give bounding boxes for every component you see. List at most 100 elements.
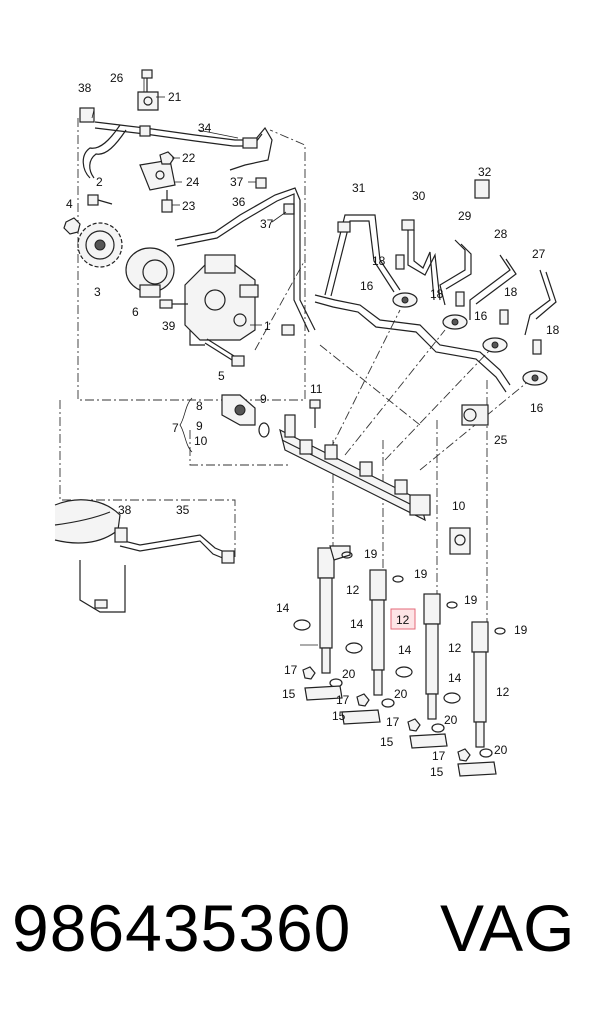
- bracket-24: [139, 159, 176, 191]
- sensor-38-top: [79, 107, 95, 123]
- pressure-sender-10: [449, 527, 471, 555]
- callout-38: 38: [78, 81, 92, 95]
- callout-12-d: 12: [496, 685, 510, 699]
- callout-20-c: 20: [444, 713, 458, 727]
- brand-name: VAG: [440, 891, 575, 965]
- callout-39: 39: [162, 319, 176, 333]
- callout-19-b: 19: [414, 567, 428, 581]
- callout-36: 36: [232, 195, 246, 209]
- clamp-21: [137, 91, 159, 111]
- callout-32: 32: [478, 165, 492, 179]
- callout-17-c: 17: [386, 715, 400, 729]
- seal-ring-9: [258, 422, 270, 438]
- fuel-line-35: [119, 534, 235, 564]
- bolt-26: [141, 69, 153, 92]
- callout-18-c: 18: [504, 285, 518, 299]
- nut-22: [159, 151, 175, 165]
- bolt-23: [161, 190, 173, 213]
- callout-31: 31: [352, 181, 366, 195]
- callout-7: 7: [172, 421, 179, 435]
- bolt-2: [87, 194, 113, 206]
- highlighted-callout-box: [390, 608, 416, 630]
- callout-37-top: 37: [230, 175, 244, 189]
- callout-labels: 38 26 21 34 22 2 24 37 36 4 23 37 3 6 39…: [66, 71, 560, 779]
- callout-19-c: 19: [464, 593, 478, 607]
- callout-15-d: 15: [430, 765, 444, 779]
- nut-4: [63, 217, 81, 235]
- bolt-39: [159, 299, 188, 309]
- callout-38-lower: 38: [118, 503, 132, 517]
- callout-12-c: 12: [448, 641, 462, 655]
- pump-hub-6: [125, 247, 175, 298]
- sensor-38-lower: [114, 527, 128, 543]
- callout-18-b: 18: [430, 287, 444, 301]
- callout-18-a: 18: [372, 254, 386, 268]
- seal-plates-16: [392, 292, 548, 386]
- callout-29: 29: [458, 209, 472, 223]
- callout-2: 2: [96, 175, 103, 189]
- callout-11: 11: [310, 382, 323, 396]
- sensor-25: [461, 404, 489, 426]
- injector-fuel-lines: [314, 179, 557, 393]
- fuel-tank-module: [54, 499, 126, 613]
- callout-5: 5: [218, 369, 225, 383]
- callout-6: 6: [132, 305, 139, 319]
- callout-15-a: 15: [282, 687, 296, 701]
- callout-15-c: 15: [380, 735, 394, 749]
- pressure-regulator-valve: [221, 394, 256, 426]
- injector-2: [341, 569, 404, 725]
- fuel-line-34: [82, 121, 273, 179]
- callout-19-d: 19: [514, 623, 528, 637]
- callout-19-a: 19: [364, 547, 378, 561]
- callout-14-a: 14: [276, 601, 290, 615]
- callout-21: 21: [168, 90, 182, 104]
- callout-1: 1: [264, 319, 271, 333]
- callout-16-c: 16: [530, 401, 544, 415]
- callout-3: 3: [94, 285, 101, 299]
- callout-25: 25: [494, 433, 508, 447]
- injector-1: [293, 545, 353, 701]
- bolts-18: [395, 254, 542, 355]
- callout-20-a: 20: [342, 667, 356, 681]
- callout-24: 24: [186, 175, 200, 189]
- fuel-line-36: [174, 187, 316, 336]
- high-pressure-pump: [184, 254, 259, 346]
- callout-34: 34: [198, 121, 212, 135]
- callout-17-a: 17: [284, 663, 298, 677]
- callout-15-b: 15: [332, 709, 346, 723]
- callout-14-d: 14: [448, 671, 462, 685]
- part-number: 986435360: [12, 891, 352, 965]
- callout-9-a: 9: [260, 392, 267, 406]
- bolt-11: [309, 399, 321, 428]
- callout-20-d: 20: [494, 743, 508, 757]
- callout-16-b: 16: [474, 309, 488, 323]
- callout-26: 26: [110, 71, 124, 85]
- callout-30: 30: [412, 189, 426, 203]
- exploded-parts-diagram: 38 26 21 34 22 2 24 37 36 4 23 37 3 6 39…: [54, 69, 560, 779]
- callout-14-b: 14: [350, 617, 364, 631]
- callout-9-b: 9: [196, 419, 203, 433]
- callout-leaders: [91, 78, 318, 646]
- callout-10-a: 10: [194, 434, 208, 448]
- callout-12-highlighted: 12: [396, 613, 410, 627]
- callout-22: 22: [182, 151, 196, 165]
- callout-27: 27: [532, 247, 546, 261]
- clip-37-top: [255, 177, 267, 189]
- sprocket-gear: [77, 222, 123, 268]
- callout-12-a: 12: [346, 583, 360, 597]
- callout-16-a: 16: [360, 279, 374, 293]
- injector-3: [395, 593, 458, 749]
- callout-14-c: 14: [398, 643, 412, 657]
- callout-4: 4: [66, 197, 73, 211]
- callout-20-b: 20: [394, 687, 408, 701]
- callout-17-d: 17: [432, 749, 446, 763]
- callout-10-b: 10: [452, 499, 466, 513]
- fuel-rail: [279, 414, 431, 522]
- footer: 986435360 VAG: [0, 890, 600, 1000]
- injector-4: [443, 621, 506, 777]
- callout-28: 28: [494, 227, 508, 241]
- callout-17-b: 17: [336, 693, 350, 707]
- callout-35: 35: [176, 503, 190, 517]
- callout-18-d: 18: [546, 323, 560, 337]
- callout-37-lower: 37: [260, 217, 274, 231]
